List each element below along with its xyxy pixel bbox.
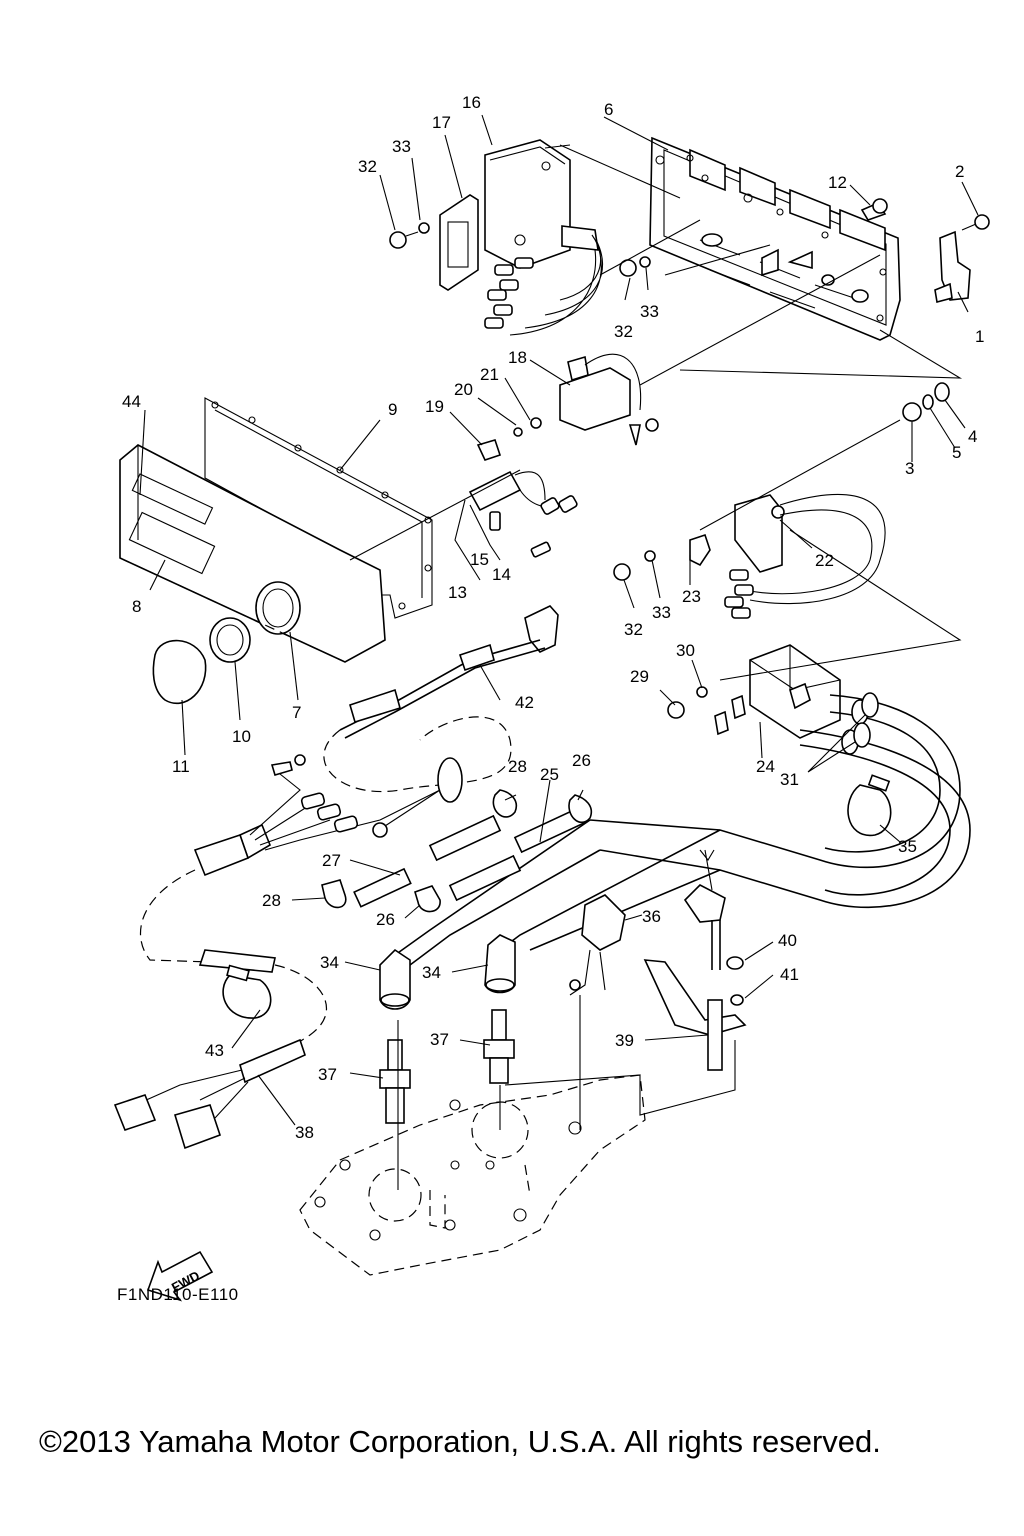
electrical-box-base <box>649 136 901 341</box>
fuse-holder <box>454 470 578 581</box>
part-label-28a: 28 <box>508 757 527 776</box>
part-label-15: 15 <box>470 550 489 569</box>
part-label-10: 10 <box>232 727 251 746</box>
electrical-box-cover <box>119 397 433 705</box>
part-label-4: 4 <box>968 427 977 446</box>
part-label-44: 44 <box>122 392 141 411</box>
part-label-16: 16 <box>462 93 481 112</box>
part-label-33c: 33 <box>652 603 671 622</box>
part-label-13: 13 <box>448 583 467 602</box>
cable-tubes <box>321 789 593 913</box>
pulser-coil-assembly <box>613 493 886 619</box>
part-label-43: 43 <box>205 1041 224 1060</box>
part-label-19: 19 <box>425 397 444 416</box>
part-label-39: 39 <box>615 1031 634 1050</box>
part-label-31: 31 <box>780 770 799 789</box>
part-label-41: 41 <box>780 965 799 984</box>
part-label-6: 6 <box>604 100 613 119</box>
part-number-labels: 1 2 3 4 5 6 7 8 9 10 11 12 13 14 15 16 1… <box>122 93 984 1142</box>
part-label-3: 3 <box>905 459 914 478</box>
part-label-32b: 32 <box>614 322 633 341</box>
cylinder-head-outline <box>299 1074 646 1276</box>
part-label-5: 5 <box>952 443 961 462</box>
part-label-9: 9 <box>388 400 397 419</box>
part-label-12: 12 <box>828 173 847 192</box>
spark-plugs <box>379 1009 515 1124</box>
relay-assembly <box>476 353 659 461</box>
part-label-30: 30 <box>676 641 695 660</box>
wire-harness <box>113 605 559 1150</box>
part-label-26a: 26 <box>572 751 591 770</box>
spark-plug-caps <box>379 819 721 1010</box>
drawing-code: F1ND110-E110 <box>117 1285 239 1304</box>
part-label-32c: 32 <box>624 620 643 639</box>
part-label-28b: 28 <box>262 891 281 910</box>
part-label-42: 42 <box>515 693 534 712</box>
part-label-29: 29 <box>630 667 649 686</box>
part-label-34b: 34 <box>422 963 441 982</box>
part-label-7: 7 <box>292 703 301 722</box>
part-label-14: 14 <box>492 565 511 584</box>
part-label-34a: 34 <box>320 953 339 972</box>
part-label-24: 24 <box>756 757 775 776</box>
part-label-2: 2 <box>955 162 964 181</box>
part-label-8: 8 <box>132 597 141 616</box>
part-label-40: 40 <box>778 931 797 950</box>
part-label-18: 18 <box>508 348 527 367</box>
part-label-27: 27 <box>322 851 341 870</box>
part-label-23: 23 <box>682 587 701 606</box>
part-label-33a: 33 <box>392 137 411 156</box>
part-label-37a: 37 <box>430 1030 449 1049</box>
right-screws-top <box>619 198 990 303</box>
part-label-32a: 32 <box>358 157 377 176</box>
ignition-coil <box>589 644 971 909</box>
part-label-1: 1 <box>975 327 984 346</box>
cdi-unit <box>389 139 604 336</box>
part-label-25: 25 <box>540 765 559 784</box>
part-label-11: 11 <box>172 757 190 776</box>
part-label-37b: 37 <box>318 1065 337 1084</box>
leader-lines <box>139 114 979 1190</box>
nuts-washers-right <box>902 382 950 422</box>
part-label-36: 36 <box>642 907 661 926</box>
part-label-26b: 26 <box>376 910 395 929</box>
part-label-38: 38 <box>295 1123 314 1142</box>
part-label-35: 35 <box>898 837 917 856</box>
sensor-bracket <box>569 849 747 1071</box>
part-label-21: 21 <box>480 365 499 384</box>
part-label-20: 20 <box>454 380 473 399</box>
part-label-22: 22 <box>815 551 834 570</box>
part-label-17: 17 <box>432 113 451 132</box>
part-label-33b: 33 <box>640 302 659 321</box>
copyright-notice: ©2013 Yamaha Motor Corporation, U.S.A. A… <box>39 1424 881 1459</box>
